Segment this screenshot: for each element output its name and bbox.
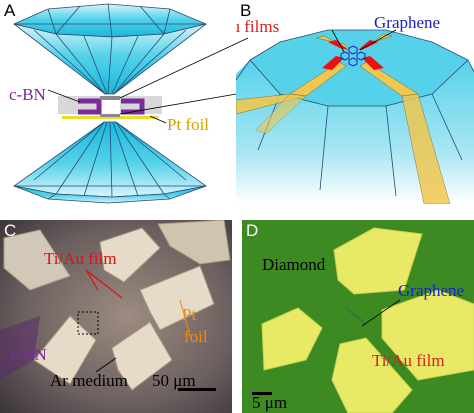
tiau-electrodes: [236, 33, 451, 204]
cbn-label-c: c-BN: [10, 345, 47, 364]
tiau-leader-line: [331, 29, 345, 53]
graphene-label-d: Graphene: [398, 281, 464, 300]
tiau-films-label: Ti/Au films: [236, 17, 279, 36]
panel-d: D Diamond Graphene Ti/Au film 5 μm: [242, 220, 474, 413]
graphene-leader-line: [359, 29, 397, 51]
graphene-hexagons: [340, 45, 366, 67]
cbn-leader-line: [47, 89, 81, 103]
tiau-film-label-d: Ti/Au film: [372, 351, 445, 370]
graphene-label-b: Graphene: [374, 13, 440, 32]
panel-label-d: D: [246, 221, 258, 240]
panel-b: B Ti/Au films Graphene: [236, 0, 474, 204]
diamond-anvil-cell-diagram: A c-BN Pt foil: [4, 1, 209, 204]
cbn-region: [0, 316, 40, 380]
cbn-label: c-BN: [9, 85, 46, 104]
lower-diamond: [13, 121, 207, 204]
scale-bar-c: [178, 388, 216, 391]
optical-image-d: D Diamond Graphene Ti/Au film 5 μm: [242, 220, 474, 413]
culet-electrode-diagram: B Ti/Au films Graphene: [236, 1, 474, 204]
electrode-pads-c: [3, 220, 231, 391]
graphene-channel: [345, 307, 367, 325]
scale-label-d: 5 μm: [252, 393, 287, 412]
ar-medium-label: Ar medium: [50, 371, 128, 390]
panel-label-b: B: [240, 1, 251, 20]
ptfoil-leader-line-c: [179, 299, 191, 337]
panel-label-c: C: [4, 221, 16, 240]
ptfoil-label-c-1: Pt: [182, 305, 196, 324]
tiau-leader-lines-c: [85, 269, 123, 299]
panel-label-a: A: [4, 1, 16, 20]
optical-image-c: C Ti/Au film Pt foil c-BN Ar medium 50 μ…: [0, 220, 232, 413]
scale-bar-d: [252, 392, 272, 395]
scale-label-c: 50 μm: [152, 371, 196, 390]
ptfoil-label-c-2: foil: [184, 327, 208, 346]
ar-leader-line: [95, 357, 117, 373]
sample-box: [77, 311, 99, 335]
ptfoil-leader-line: [149, 115, 167, 124]
ptfoil-label: Pt foil: [167, 115, 209, 134]
tiau-film-label-c: Ti/Au film: [44, 249, 117, 268]
graphene-leader-line-d: [361, 299, 401, 327]
panel-c: C Ti/Au film Pt foil c-BN Ar medium 50 μ…: [0, 220, 232, 413]
diamond-label-d: Diamond: [262, 255, 326, 274]
upper-diamond: [12, 3, 208, 95]
panel-a: A c-BN Pt foil: [0, 0, 232, 204]
electrode-pads-d: [261, 227, 474, 413]
zoom-connector-lines: [119, 37, 249, 115]
